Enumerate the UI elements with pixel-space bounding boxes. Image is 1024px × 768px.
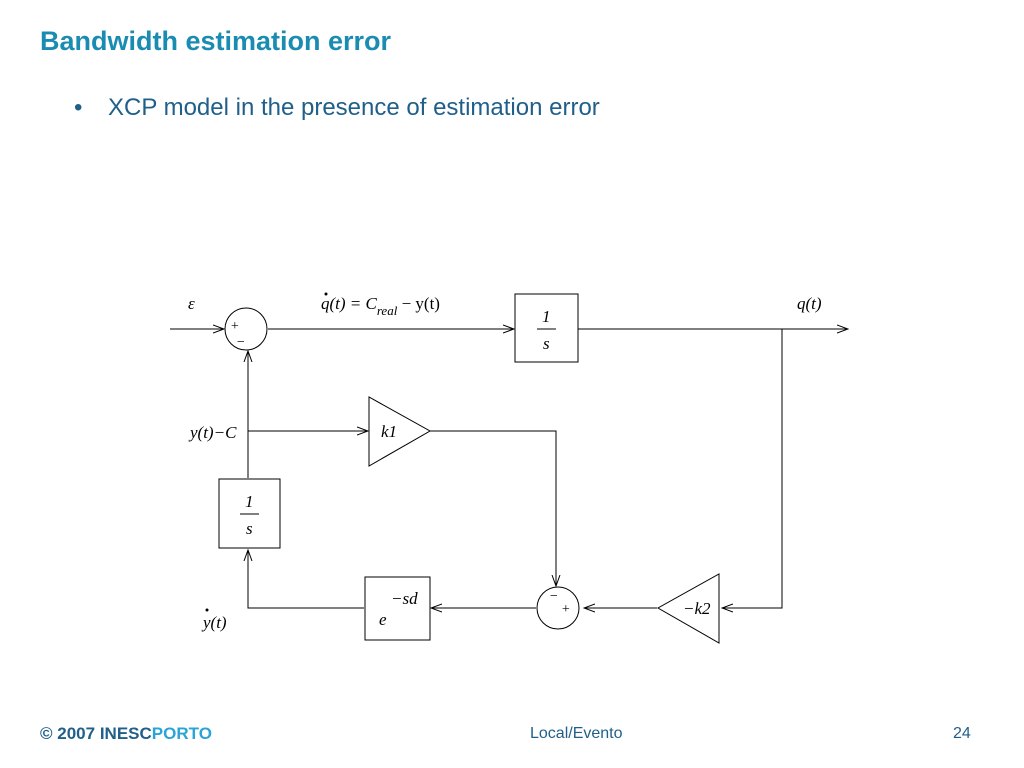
summer-bottom-plus: +	[561, 602, 570, 617]
delay-base: e	[379, 610, 387, 629]
gain-k1-triangle	[368, 396, 432, 467]
gain-k1-label: k1	[381, 422, 397, 441]
label-epsilon: ε	[188, 294, 195, 313]
gain-k2-label: −k2	[683, 599, 711, 618]
bullet-item: • XCP model in the presence of estimation…	[74, 94, 600, 122]
brand-logo: INESCPORTO	[99, 724, 212, 743]
delay-block	[364, 576, 431, 641]
label-qdot-sub: real	[377, 303, 398, 318]
integrator-left-numerator: 1	[245, 492, 254, 511]
page-number: 24	[953, 725, 971, 742]
footer-copyright: © 2007 INESCPORTO	[40, 724, 212, 744]
slide-title: Bandwidth estimation error	[40, 26, 392, 56]
summer-top-plus: +	[230, 319, 239, 334]
bullet-text: XCP model in the presence of estimation …	[108, 94, 600, 121]
label-qdot-equation: q(t) = Creal − y(t)	[321, 294, 440, 318]
integrator-top-numerator: 1	[542, 307, 551, 326]
integrator-left-denominator: s	[246, 519, 253, 538]
footer-event: Local/Evento	[530, 725, 623, 742]
label-q-output: q(t)	[797, 294, 822, 313]
label-y-minus-c: y(t)−C	[188, 423, 237, 442]
gain-k2-triangle	[656, 573, 720, 644]
line-k1-to-summer	[430, 430, 556, 586]
integrator-top-denominator: s	[543, 334, 550, 353]
copyright-text: © 2007	[40, 724, 96, 743]
summer-top-minus: −	[236, 335, 245, 350]
bullet-dot-icon: •	[74, 94, 83, 121]
summer-bottom	[536, 586, 580, 630]
integrator-top-block	[514, 293, 579, 363]
feedback-q-to-k2	[722, 329, 783, 608]
label-ydot: y(t)	[201, 613, 227, 632]
integrator-left-block	[218, 478, 281, 549]
line-delay-to-integrator	[248, 550, 364, 609]
summer-bottom-minus: −	[549, 589, 558, 604]
ydot-mark	[205, 608, 209, 612]
qdot-mark	[324, 292, 328, 296]
delay-exponent: −sd	[391, 589, 418, 608]
summer-top	[224, 307, 268, 351]
